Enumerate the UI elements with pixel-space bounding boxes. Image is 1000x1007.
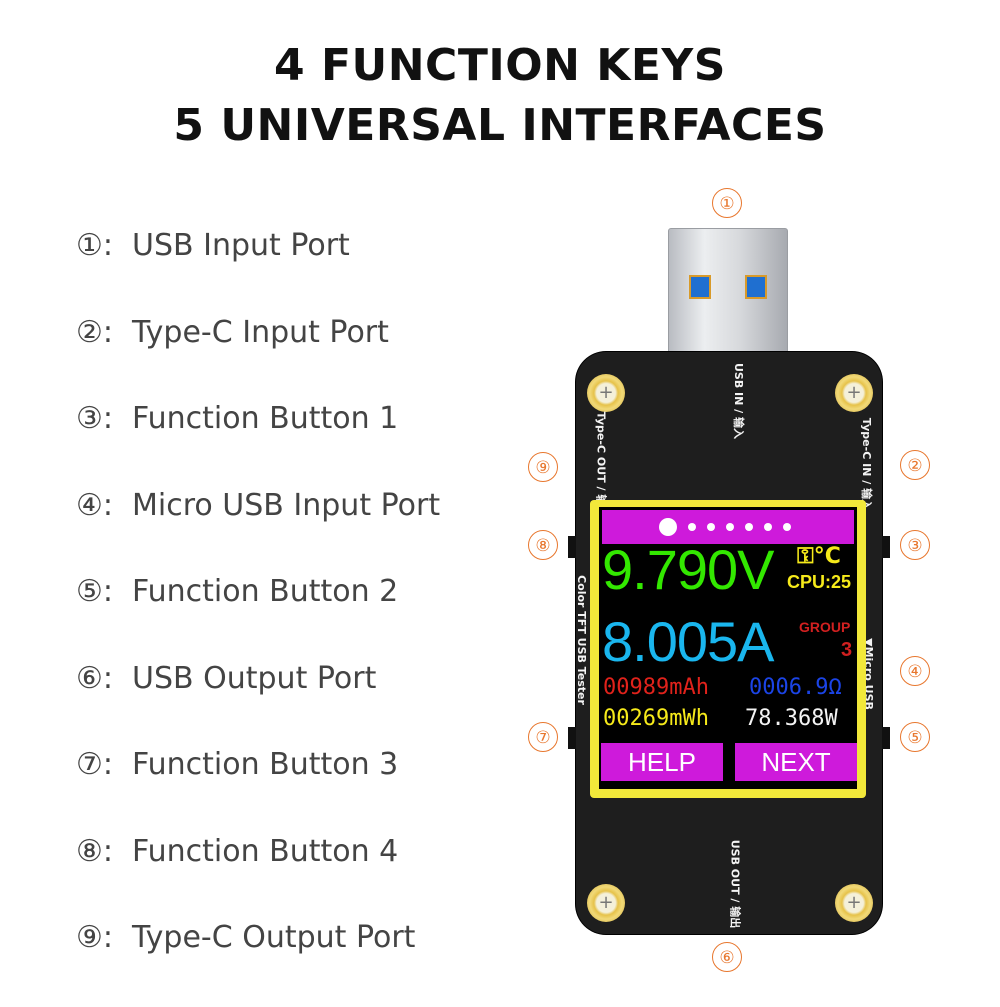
energy-readout: 00269mWh xyxy=(603,706,709,731)
silkscreen-product-name: Color TFT USB Tester xyxy=(574,575,588,705)
usb-pin-slot xyxy=(745,275,767,299)
capacity-readout: 00989mAh xyxy=(603,675,709,700)
legend-item: ⑦: Function Button 3 xyxy=(76,747,440,834)
current-readout: 8.005A xyxy=(602,610,774,673)
legend-item: ⑨: Type-C Output Port xyxy=(76,920,440,1007)
heading-line-1: 4 FUNCTION KEYS xyxy=(274,40,726,91)
screw-icon xyxy=(835,374,873,412)
legend-item: ①: USB Input Port xyxy=(76,228,440,315)
function-button-4[interactable] xyxy=(568,536,576,558)
group-label: GROUP xyxy=(799,619,851,635)
legend-number: ⑥: xyxy=(76,660,114,696)
legend-item: ④: Micro USB Input Port xyxy=(76,488,440,575)
legend-label: Type-C Output Port xyxy=(132,920,416,955)
callout-4: ④ xyxy=(900,656,930,686)
legend-number: ⑧: xyxy=(76,833,114,869)
page-dot xyxy=(783,523,791,531)
legend-number: ⑦: xyxy=(76,747,114,782)
power-readout: 78.368W xyxy=(745,706,838,731)
callout-9: ⑨ xyxy=(528,452,558,482)
callout-3: ③ xyxy=(900,530,930,560)
cpu-temperature: CPU:25 xyxy=(787,572,852,592)
page-dot xyxy=(688,523,696,531)
legend-number: ①: xyxy=(76,228,114,263)
legend-item: ③: Function Button 1 xyxy=(76,401,440,488)
page-dot xyxy=(764,523,772,531)
usb-pin-slot xyxy=(689,275,711,299)
group-number: 3 xyxy=(841,639,853,661)
function-button-2[interactable] xyxy=(882,727,890,749)
usb-a-plug xyxy=(668,228,788,356)
legend-label: Function Button 1 xyxy=(132,401,399,436)
callout-8: ⑧ xyxy=(528,530,558,560)
page-dot xyxy=(726,523,734,531)
callout-6: ⑥ xyxy=(712,942,742,972)
page-dot-active xyxy=(659,518,677,536)
help-softkey[interactable]: HELP xyxy=(601,743,723,781)
key-icon: ⚿°C xyxy=(797,544,841,569)
legend-label: USB Input Port xyxy=(132,228,350,263)
screw-icon xyxy=(835,884,873,922)
resistance-readout: 0006.9Ω xyxy=(749,675,842,700)
callout-7: ⑦ xyxy=(528,722,558,752)
legend-number: ②: xyxy=(76,314,114,350)
callout-1: ① xyxy=(712,188,742,218)
heading-line-2: 5 UNIVERSAL INTERFACES xyxy=(173,100,827,151)
legend-number: ③: xyxy=(76,401,114,436)
silkscreen-usb-out: USB OUT / 输出 xyxy=(728,839,742,929)
legend-number: ④: xyxy=(76,487,114,523)
legend-number: ⑨: xyxy=(76,920,114,955)
page-indicator xyxy=(602,510,854,544)
screw-icon xyxy=(587,884,625,922)
legend-item: ⑧: Function Button 4 xyxy=(76,834,440,921)
page-dot xyxy=(745,523,753,531)
legend-item: ⑥: USB Output Port xyxy=(76,661,440,748)
legend-item: ⑤: Function Button 2 xyxy=(76,574,440,661)
callout-5: ⑤ xyxy=(900,722,930,752)
legend-label: Micro USB Input Port xyxy=(132,487,441,523)
function-button-1[interactable] xyxy=(882,536,890,558)
tft-screen: 9.790V ⚿°C CPU:25 8.005A GROUP 3 00989mA… xyxy=(599,507,857,789)
legend-label: Function Button 2 xyxy=(132,574,399,609)
legend-label: Type-C Input Port xyxy=(132,314,389,350)
legend-label: USB Output Port xyxy=(132,660,377,696)
legend-item: ②: Type-C Input Port xyxy=(76,315,440,402)
callout-2: ② xyxy=(900,450,930,480)
silkscreen-typec-in: Type-C IN / 输入 xyxy=(860,417,874,511)
port-legend: ①: USB Input Port ②: Type-C Input Port ③: F… xyxy=(76,228,440,1007)
temp-unit: °C xyxy=(813,544,841,569)
silkscreen-usb-in: USB IN / 输入 xyxy=(732,362,746,440)
page-dot xyxy=(707,523,715,531)
next-softkey[interactable]: NEXT xyxy=(735,743,857,781)
screw-icon xyxy=(587,374,625,412)
legend-label: Function Button 4 xyxy=(132,833,399,869)
legend-label: Function Button 3 xyxy=(132,747,399,782)
function-button-3[interactable] xyxy=(568,727,576,749)
voltage-readout: 9.790V xyxy=(602,538,774,601)
legend-number: ⑤: xyxy=(76,574,114,609)
